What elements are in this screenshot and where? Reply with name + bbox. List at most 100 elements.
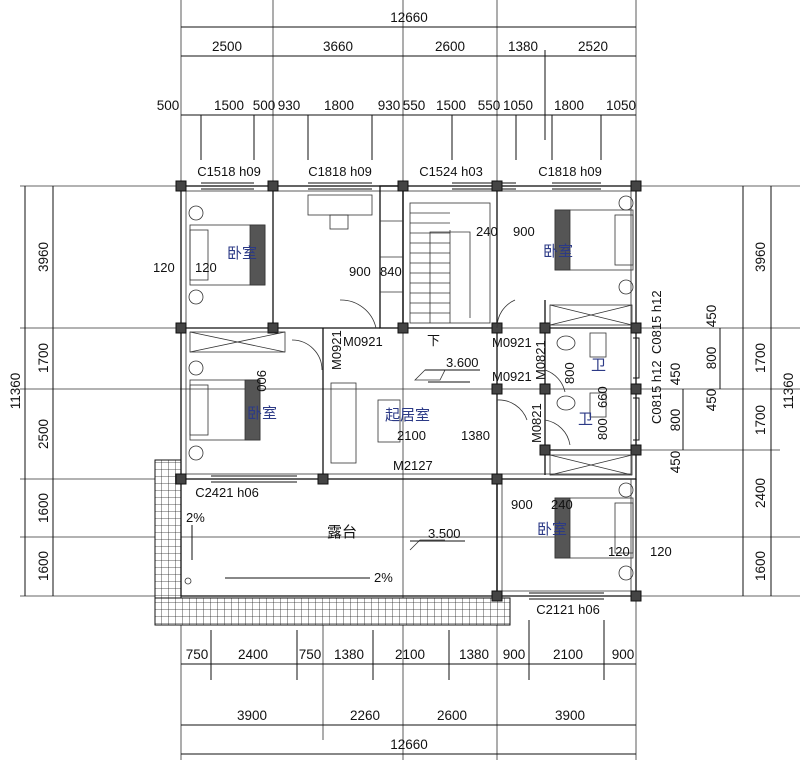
- dim-label: 1700: [36, 343, 51, 373]
- door-label: M0921: [343, 334, 383, 349]
- dim-label: 900: [503, 647, 526, 662]
- top-detail-dims: 500 1500 500 930 1800 930 550 1500 550 1…: [157, 98, 636, 113]
- right-axis-dims: 3960 1700 1700 2400 1600 11360 450 800 4…: [668, 242, 796, 581]
- room-label-living: 起居室: [385, 407, 430, 424]
- dim-label: 550: [478, 98, 501, 113]
- dim-label: 800: [668, 409, 683, 432]
- bottom-dimension-lines: [181, 620, 636, 755]
- dim-label: 500: [157, 98, 180, 113]
- window-label: C0815 h12: [649, 290, 664, 354]
- door-label: M0921: [492, 335, 532, 350]
- dim-label: 900: [612, 647, 635, 662]
- dim-label: 550: [403, 98, 426, 113]
- window-label: C1818 h09: [538, 164, 602, 179]
- dim-note: 120: [153, 260, 175, 275]
- dim-label: 1380: [334, 647, 364, 662]
- staircase: [409, 202, 491, 324]
- dim-label: 750: [186, 647, 209, 662]
- top-axis-dims: 2500 3660 2600 1380 2520: [212, 39, 608, 54]
- level-label: 3.600: [446, 355, 479, 370]
- level-label: 3.500: [428, 526, 461, 541]
- dim-label: 1600: [36, 493, 51, 523]
- door-label: M0921: [329, 330, 344, 370]
- dim-label: 450: [668, 363, 683, 386]
- room-label-bathroom: 卫: [578, 411, 593, 428]
- dim-note: 240: [476, 224, 498, 239]
- window-marks: [201, 182, 640, 600]
- dim-label: 3900: [237, 708, 267, 723]
- dim-note: 800: [562, 362, 577, 384]
- dim-label: 1800: [554, 98, 584, 113]
- dim-note: 2100: [397, 428, 426, 443]
- door-label: M0821: [533, 340, 548, 380]
- window-label: C2121 h06: [536, 602, 600, 617]
- dim-note: 900: [349, 264, 371, 279]
- dim-label: 1600: [36, 551, 51, 581]
- dim-label: 450: [668, 451, 683, 474]
- dim-label: 1050: [606, 98, 636, 113]
- dim-label: 2400: [238, 647, 268, 662]
- dim-note: 800: [595, 418, 610, 440]
- dim-label: 1500: [214, 98, 244, 113]
- dim-label: 450: [704, 389, 719, 412]
- left-dimension-lines: [24, 186, 54, 596]
- door-labels: M0921 M0921 M0921 M0921 M0821 M0821 M212…: [329, 330, 548, 473]
- dim-right-total: 11360: [781, 373, 796, 410]
- structural-columns: [175, 180, 642, 602]
- window-label: C1818 h09: [308, 164, 372, 179]
- dim-label: 1700: [753, 405, 768, 435]
- window-labels: C1518 h09 C1818 h09 C1524 h03 C1818 h09 …: [195, 164, 602, 617]
- dim-note: 1380: [461, 428, 490, 443]
- furniture: [188, 194, 634, 581]
- stair-down-label: 下: [427, 333, 440, 348]
- dim-label: 2400: [753, 478, 768, 508]
- right-dimension-lines: [682, 186, 772, 596]
- dim-note: 120: [195, 260, 217, 275]
- dim-note: 900: [513, 224, 535, 239]
- grid-lines: [20, 0, 800, 760]
- door-label: M2127: [393, 458, 433, 473]
- dim-label: 3960: [36, 242, 51, 272]
- dim-label: 2100: [395, 647, 425, 662]
- terrace-parapet: [154, 459, 511, 626]
- dim-note: 840: [380, 264, 402, 279]
- dim-label: 2500: [212, 39, 242, 54]
- dim-note: 900: [511, 497, 533, 512]
- dim-label: 750: [299, 647, 322, 662]
- bottom-axis-dims: 3900 2260 2600 3900: [237, 708, 585, 723]
- dim-label: 2500: [36, 419, 51, 449]
- room-labels: 卧室 卧室 卧室 卧室 起居室 露台 卫 卫: [227, 243, 606, 541]
- dim-label: 450: [704, 305, 719, 328]
- dim-left-total: 11360: [8, 373, 23, 410]
- room-label-bathroom: 卫: [591, 357, 606, 374]
- dim-note: 660: [595, 386, 610, 408]
- room-label-bedroom: 卧室: [247, 405, 277, 422]
- dim-label: 3660: [323, 39, 353, 54]
- room-label-bedroom: 卧室: [227, 245, 257, 262]
- room-label-bedroom: 卧室: [537, 521, 567, 538]
- dim-label: 2260: [350, 708, 380, 723]
- level-marks: 3.600 3.500: [410, 355, 480, 542]
- door-label: M0821: [529, 403, 544, 443]
- dim-label: 930: [378, 98, 401, 113]
- dim-label: 500: [253, 98, 276, 113]
- window-label: C2421 h06: [195, 485, 259, 500]
- dim-label: 1050: [503, 98, 533, 113]
- room-label-terrace: 露台: [327, 524, 357, 541]
- window-label: C0815 h12: [649, 360, 664, 424]
- dim-label: 930: [278, 98, 301, 113]
- dim-note: 900: [254, 370, 269, 392]
- dim-label: 1600: [753, 551, 768, 581]
- window-label: C1524 h03: [419, 164, 483, 179]
- slope-label: 2%: [186, 510, 205, 525]
- dim-label: 2520: [578, 39, 608, 54]
- door-label: M0921: [492, 369, 532, 384]
- top-dimension-lines: [181, 26, 636, 160]
- dim-label: 2600: [435, 39, 465, 54]
- dim-note: 240: [551, 497, 573, 512]
- dim-label: 800: [704, 347, 719, 370]
- dim-top-total: 12660: [390, 10, 428, 25]
- dim-label: 1700: [753, 343, 768, 373]
- dim-label: 1800: [324, 98, 354, 113]
- dim-label: 3960: [753, 242, 768, 272]
